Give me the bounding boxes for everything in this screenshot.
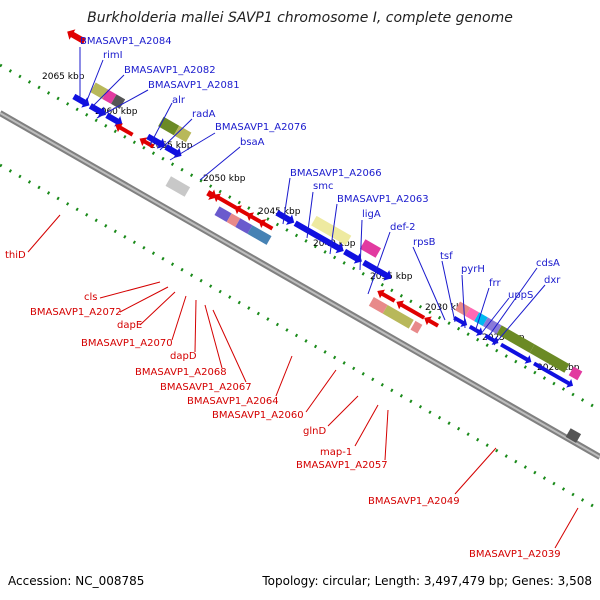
tick-label: 2025 kbp [482, 333, 525, 343]
cds-arrow [206, 189, 217, 200]
tick-label: 2030 kbp [425, 303, 468, 313]
gene-label: BMASAVP1_A2076 [215, 122, 307, 133]
feature-block [382, 305, 414, 329]
summary-text: Topology: circular; Length: 3,497,479 bp… [261, 574, 592, 588]
cds-arrow [246, 212, 262, 224]
feature-block [111, 94, 126, 109]
cds-arrow [115, 123, 134, 137]
cds-arrow [532, 361, 574, 388]
gene-label: BMASAVP1_A2082 [124, 65, 216, 76]
gene-label: BMASAVP1_A2063 [337, 194, 429, 205]
feature-block [158, 116, 180, 136]
gene-label: smc [313, 181, 333, 192]
gene-label: alr [172, 95, 186, 106]
gene-label: thiD [5, 250, 26, 261]
tick-track-outer [0, 63, 600, 412]
gene-label: dapE [117, 320, 142, 331]
gene-label: dapD [170, 351, 197, 362]
gene-label: BMASAVP1_A2064 [187, 396, 279, 407]
feature-block [235, 218, 253, 234]
reverse-features [67, 29, 582, 443]
gene-label: map-1 [320, 447, 352, 458]
gene-label: BMASAVP1_A2068 [135, 367, 227, 378]
gene-label: BMASAVP1_A2066 [290, 168, 382, 179]
feature-block [90, 82, 108, 99]
feature-block [482, 317, 502, 335]
gene-label: BMASAVP1_A2072 [30, 307, 122, 318]
gene-label: cls [84, 292, 98, 303]
feature-block [368, 297, 388, 314]
cds-arrow [258, 219, 274, 231]
cds-arrow [72, 93, 90, 108]
feature-block [226, 213, 241, 227]
gene-label: BMASAVP1_A2060 [212, 410, 304, 421]
feature-block [465, 307, 480, 322]
gene-label: BMASAVP1_A2070 [81, 338, 173, 349]
cds-arrow [234, 205, 250, 217]
feature-block [565, 428, 582, 443]
gene-label: rimI [103, 50, 123, 61]
cds-arrow [164, 144, 182, 159]
feature-block [529, 344, 570, 373]
gene-label: cdsA [536, 258, 560, 269]
reverse-label-group: thiD cls BMASAVP1_A2072 dapE BMASAVP1_A2… [5, 214, 579, 560]
tick-label: 2060 kbp [95, 107, 138, 117]
tick-label: 2065 kbp [42, 72, 85, 82]
cds-arrow [500, 342, 532, 364]
gene-label: frr [489, 278, 501, 289]
gene-label: BMASAVP1_A2057 [296, 460, 388, 471]
gene-label: pyrH [461, 264, 485, 275]
cds-arrow [213, 193, 237, 210]
gene-label: BMASAVP1_A2081 [148, 80, 240, 91]
gene-label: def-2 [390, 222, 415, 233]
gene-label: rpsB [413, 237, 436, 248]
cds-arrow [275, 210, 295, 225]
cds-arrow [424, 316, 440, 328]
feature-block [311, 215, 352, 246]
cds-arrow [377, 289, 396, 303]
gene-label: BMASAVP1_A2049 [368, 496, 460, 507]
feature-block [165, 176, 191, 197]
feature-block [410, 320, 423, 334]
feature-block [214, 206, 232, 222]
feature-block [496, 325, 535, 353]
feature-block [247, 225, 272, 245]
gene-label: tsf [440, 251, 453, 262]
gene-label: ligA [362, 209, 381, 220]
cds-arrow [67, 29, 87, 45]
tick-label: 2035 kbp [370, 272, 413, 282]
gene-label: BMASAVP1_A2039 [469, 549, 561, 560]
gene-label: dxr [544, 275, 561, 286]
cds-arrow [343, 248, 362, 264]
gene-label: BMASAVP1_A2084 [80, 36, 172, 47]
feature-block [359, 239, 382, 258]
gene-label: uppS [508, 290, 533, 301]
accession-text: Accession: NC_008785 [8, 574, 144, 588]
gene-label: BMASAVP1_A2067 [160, 382, 252, 393]
forward-label-group: BMASAVP1_A2084 rimI BMASAVP1_A2082 BMASA… [79, 36, 561, 346]
gene-label: bsaA [240, 137, 265, 148]
tick-label: 2050 kbp [203, 174, 246, 184]
feature-block [568, 366, 583, 381]
cds-arrow [105, 112, 123, 127]
feature-block [173, 125, 192, 143]
cds-arrow [146, 133, 166, 149]
cds-arrow [396, 300, 426, 320]
forward-features [72, 82, 583, 388]
tick-label: 2055 kbp [150, 141, 193, 151]
map-title: Burkholderia mallei SAVP1 chromosome I, … [87, 10, 513, 26]
cds-arrow [88, 103, 106, 118]
feature-block [455, 301, 471, 317]
gene-label: radA [192, 109, 216, 120]
cds-arrow [453, 315, 468, 328]
gene-label: glnD [303, 426, 326, 437]
cds-arrow [139, 137, 155, 149]
backbone [0, 110, 600, 460]
